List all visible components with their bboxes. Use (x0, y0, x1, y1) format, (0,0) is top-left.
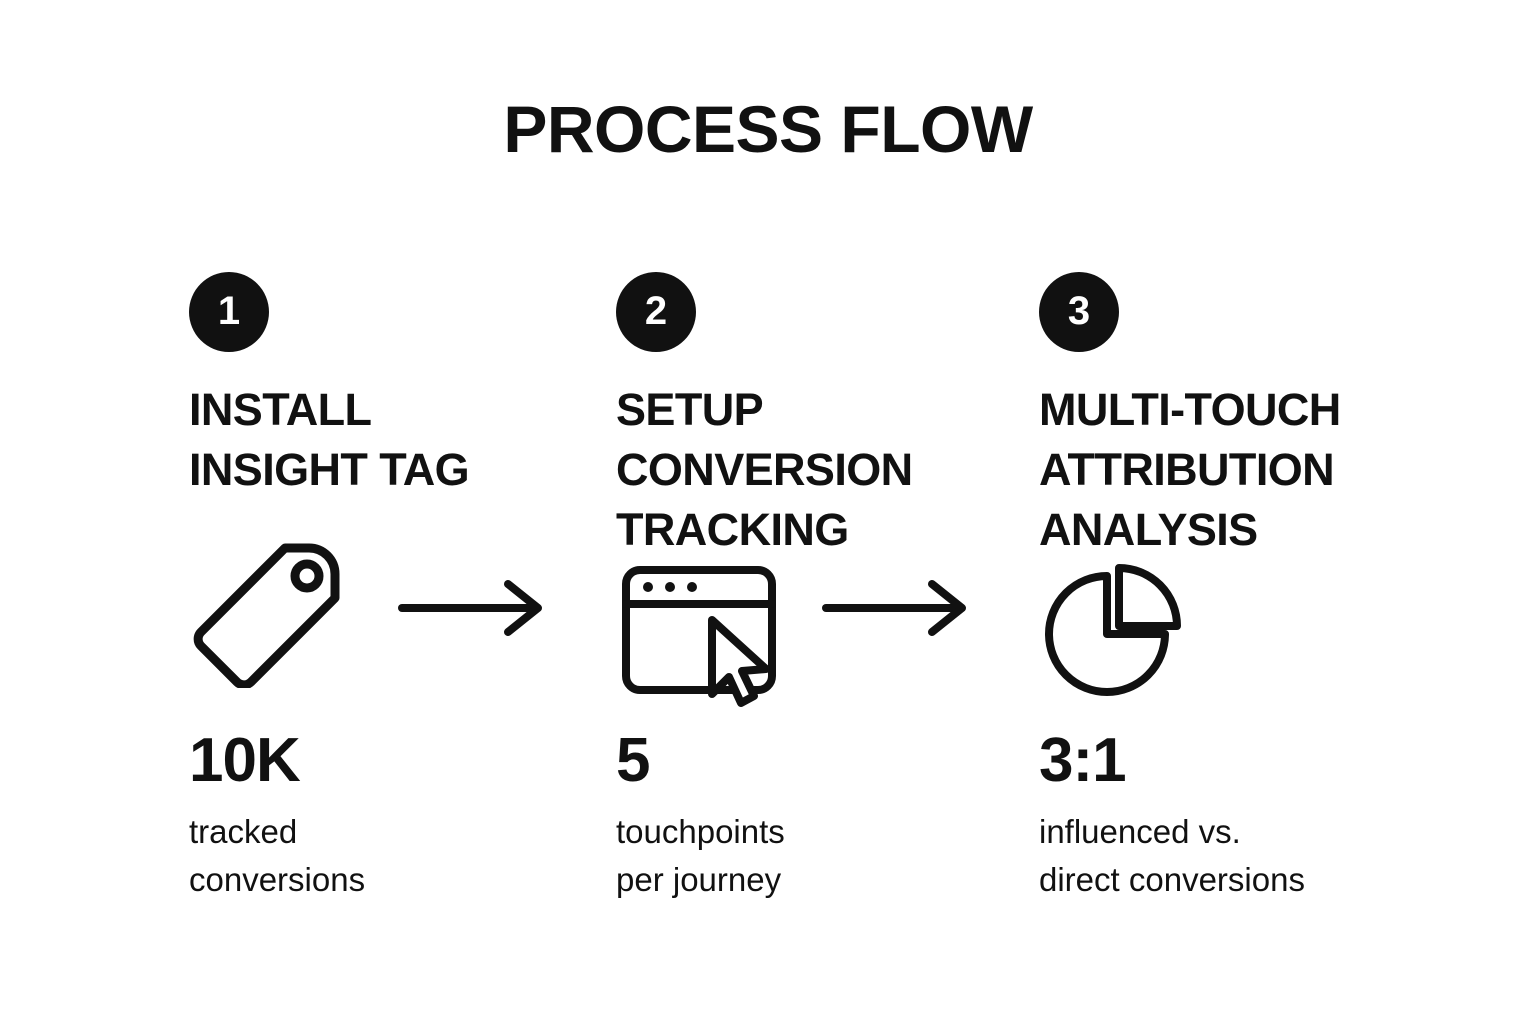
stat-value-1: 10K (189, 726, 301, 795)
step-number-badge-1: 1 (189, 272, 269, 352)
step-number-label: 1 (217, 289, 241, 333)
stat-caption-2: touchpoints per journey (616, 813, 785, 898)
step-number-label: 3 (1067, 289, 1091, 333)
step-heading-1: INSTALL INSIGHT TAG (189, 384, 470, 495)
page-title: PROCESS FLOW (503, 92, 1033, 166)
process-step-2: 2 SETUP CONVERSION TRACKING (616, 272, 1016, 560)
step-number-label: 2 (644, 289, 668, 333)
process-step-1: 1 INSTALL INSIGHT TAG (189, 272, 589, 500)
step-number-badge-3: 3 (1039, 272, 1119, 352)
browser-window-cursor-icon (616, 562, 786, 712)
stat-value-3: 3:1 (1039, 726, 1127, 795)
arrow-step-2-to-3 (822, 578, 972, 643)
step-number-badge-2: 2 (616, 272, 696, 352)
stat-caption-3: influenced vs. direct conversions (1039, 813, 1305, 898)
step-heading-2: SETUP CONVERSION TRACKING (616, 384, 913, 555)
stat-caption-1: tracked conversions (189, 813, 366, 898)
pie-chart-exploded-icon (1039, 558, 1189, 713)
arrow-step-1-to-2 (398, 578, 548, 643)
process-step-3: 3 MULTI-TOUCH ATTRIBUTION ANALYSIS (1039, 272, 1439, 560)
stat-value-2: 5 (616, 726, 650, 795)
step-heading-3: MULTI-TOUCH ATTRIBUTION ANALYSIS (1039, 384, 1341, 555)
price-tag-icon (189, 528, 349, 693)
